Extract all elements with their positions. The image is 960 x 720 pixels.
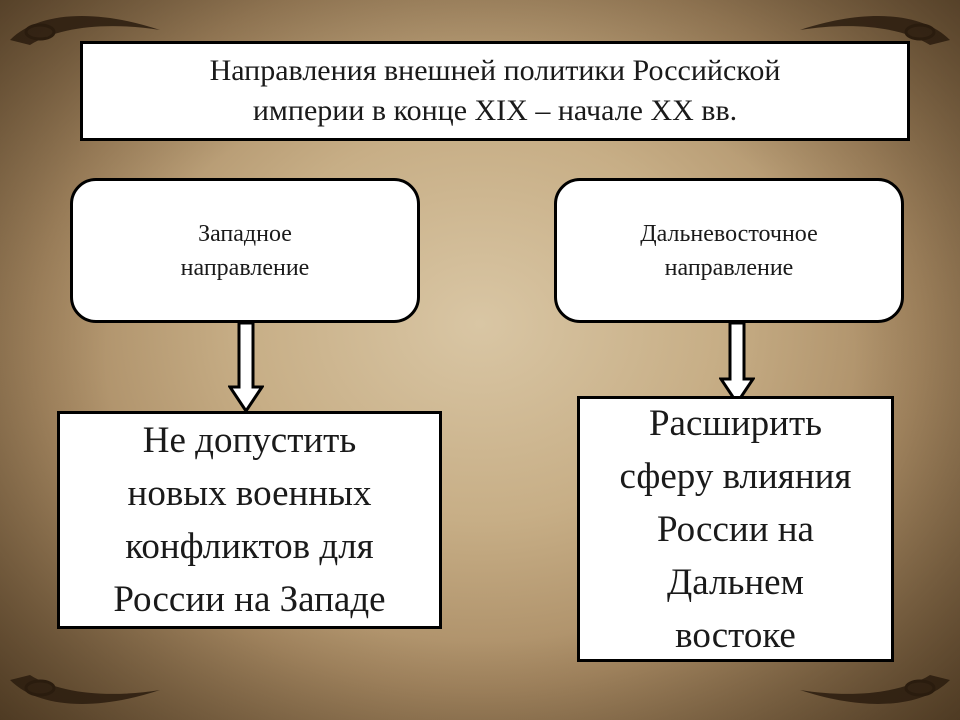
far-east-direction-label: Дальневосточное направление [640,220,818,281]
title-line-2: империи в конце XIX – начале XX вв. [252,94,738,127]
bottom-right-flourish [800,675,950,704]
western-direction-label: Западное направление [180,220,310,281]
top-right-flourish [800,16,950,45]
western-direction-box: Западное направление [70,178,420,323]
western-goal-box: Не допустить новых военных конфликтов дл… [57,411,442,629]
western-goal-text: Не допустить новых военных конфликтов дл… [113,420,386,620]
diagram-title: Направления внешней политики Российской … [80,41,910,141]
far-east-goal-box: Расширить сферу влияния России на Дальне… [577,396,894,662]
far-east-goal-text: Расширить сферу влияния России на Дальне… [619,402,852,656]
bottom-left-flourish [10,675,160,704]
far-east-direction-box: Дальневосточное направление [554,178,904,323]
far-east-down-arrow [719,323,755,405]
title-line-1: Направления внешней политики Российской [209,54,781,87]
top-left-flourish [10,16,160,45]
western-down-arrow [228,323,264,413]
